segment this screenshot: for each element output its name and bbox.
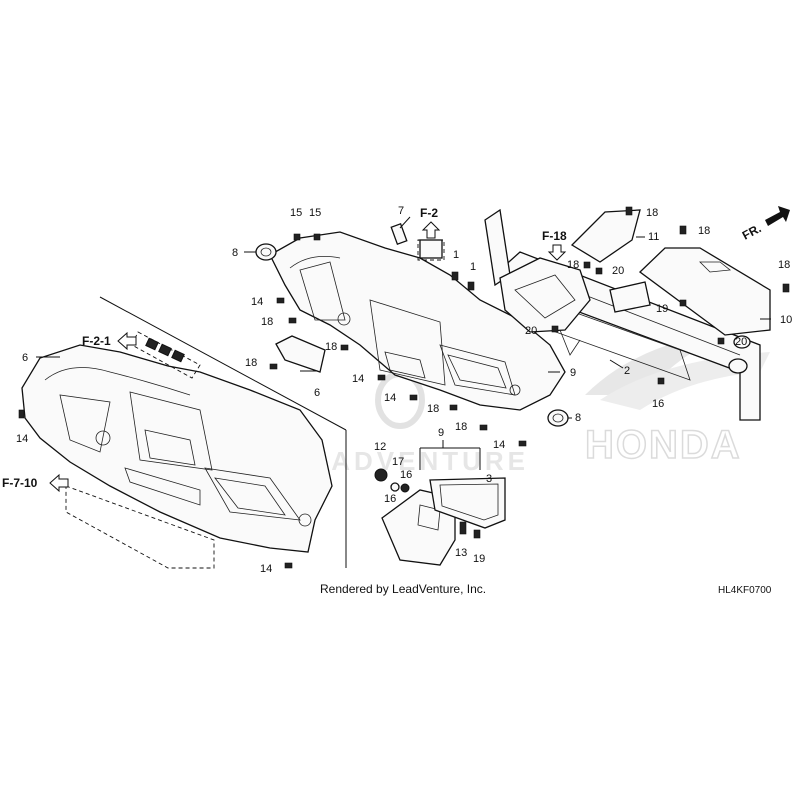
part-number-label: 14 — [260, 563, 272, 575]
reference-label: F-18 — [542, 229, 567, 243]
part-number-label: 8 — [575, 412, 581, 424]
part-number-label: 17 — [392, 456, 404, 468]
part-number-label: 7 — [398, 205, 404, 217]
part-number-label: 18 — [455, 421, 467, 433]
reference-f18: F-18 — [542, 229, 567, 261]
part-number-label: 13 — [455, 547, 467, 559]
direction-label: FR. — [740, 221, 764, 242]
down-arrow-icon — [547, 244, 567, 261]
part-number-label: 6 — [22, 352, 28, 364]
honda-wordmark: HONDA — [585, 423, 742, 467]
part-number-label: 18 — [427, 403, 439, 415]
reference-label: F-7-10 — [2, 476, 38, 490]
part-number-label: 20 — [735, 336, 747, 348]
part-number-label: 16 — [400, 469, 412, 481]
dashboard-panel-left — [21, 296, 347, 569]
part-number-label: 18 — [261, 316, 273, 328]
part-number-label: 18 — [567, 259, 579, 271]
small-parts — [18, 206, 790, 569]
left-arrow-icon — [117, 331, 137, 351]
part-number-label: 16 — [652, 398, 664, 410]
reference-f2: F-2 — [417, 206, 445, 261]
reference-label: F-2-1 — [82, 334, 111, 348]
cover-panel-10 — [638, 247, 771, 336]
up-arrow-icon — [421, 221, 441, 239]
dashboard-panel-center — [269, 231, 566, 411]
diagram-code: HL4KF0700 — [718, 585, 772, 596]
front-arrow-icon — [765, 206, 790, 226]
part-number-label: 9 — [438, 427, 444, 439]
part-number-label: 15 — [290, 207, 302, 219]
part-number-label: 9 — [570, 367, 576, 379]
dashboard-frame — [484, 208, 761, 421]
part-number-label: 18 — [646, 207, 658, 219]
part-number-label: 10 — [780, 314, 792, 326]
part-number-label: 14 — [251, 296, 263, 308]
part-number-label: 18 — [778, 259, 790, 271]
glove-box — [381, 440, 506, 566]
part-number-label: 2 — [624, 365, 630, 377]
leader-lines — [36, 216, 771, 419]
part-number-label: 1 — [453, 249, 459, 261]
part-number-label: 19 — [656, 303, 668, 315]
part-number-label: 3 — [486, 473, 492, 485]
part-number-label: 8 — [232, 247, 238, 259]
part-number-label: 1 — [470, 261, 476, 273]
part-number-label: 11 — [648, 231, 659, 243]
left-arrow-icon — [49, 473, 69, 493]
part-number-label: 16 — [384, 493, 396, 505]
reference-f710: F-7-10 — [2, 473, 69, 493]
part-number-label: 12 — [374, 441, 386, 453]
part-number-label: 6 — [314, 387, 320, 399]
part-number-label: 18 — [245, 357, 257, 369]
part-number-label: 15 — [309, 207, 321, 219]
part-number-label: 14 — [352, 373, 364, 385]
part-number-label: 14 — [493, 439, 505, 451]
part-number-label: 18 — [698, 225, 710, 237]
render-credit: Rendered by LeadVenture, Inc. — [320, 582, 486, 596]
reference-label: F-2 — [420, 206, 438, 220]
part-number-label: 20 — [525, 325, 537, 337]
part-number-label: 18 — [325, 341, 337, 353]
part-number-label: 14 — [384, 392, 396, 404]
part-number-label: 20 — [612, 265, 624, 277]
reference-f21: F-2-1 — [82, 331, 137, 351]
part-number-label: 14 — [16, 433, 28, 445]
cover-panel-11 — [570, 209, 641, 263]
front-direction-indicator: FR. — [740, 206, 790, 243]
part-number-label: 19 — [473, 553, 485, 565]
part-number-labels: 8 15 15 7 1 1 14 18 18 6 18 14 14 18 18 … — [16, 205, 792, 575]
